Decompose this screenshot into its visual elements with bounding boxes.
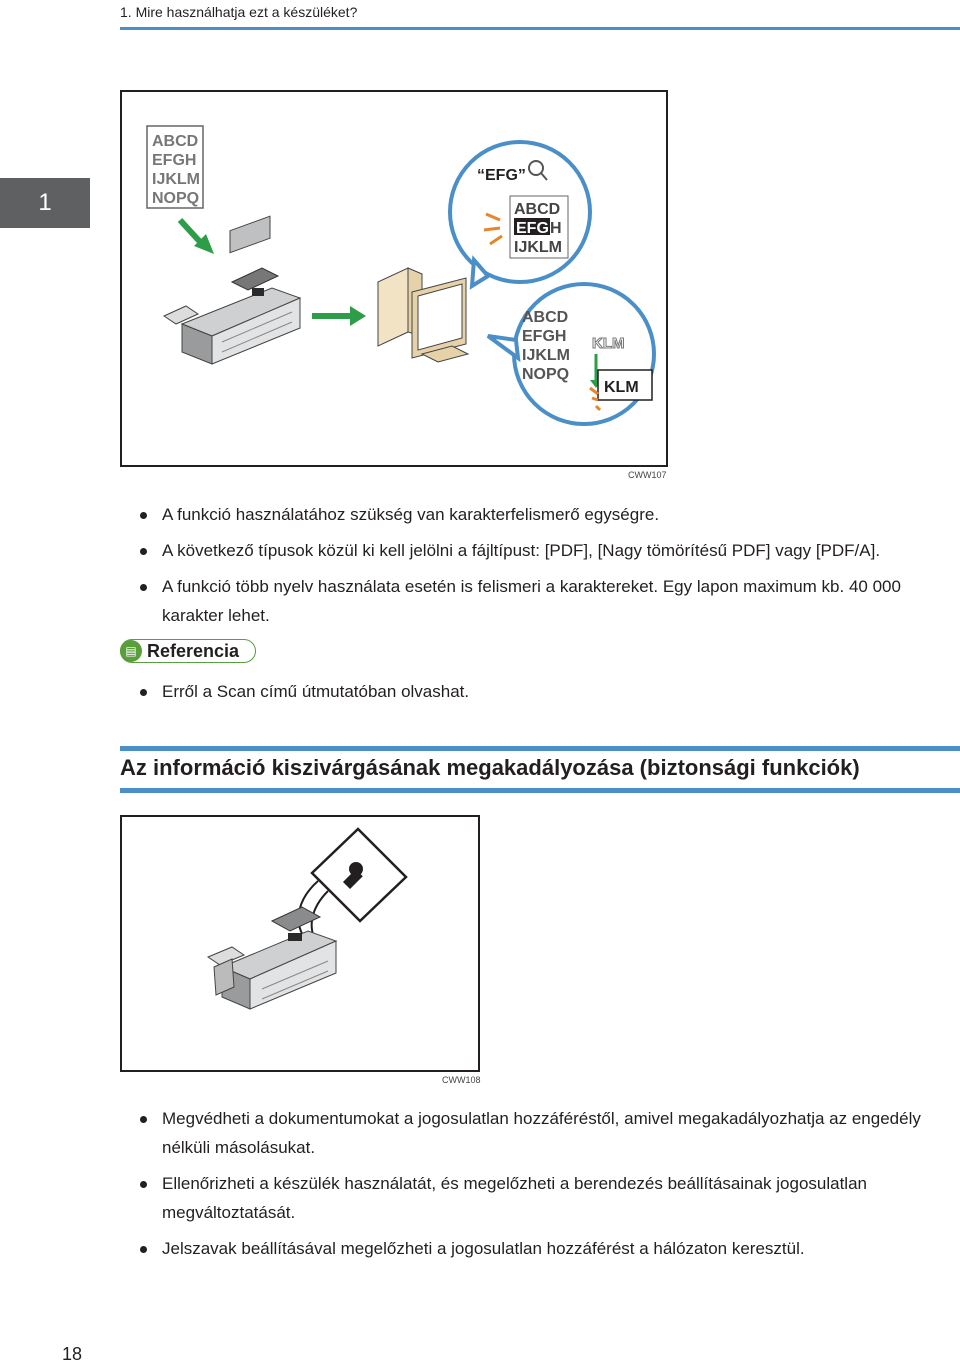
security-illustration [206, 827, 408, 1010]
section-rule-bottom [120, 788, 960, 793]
bubble-line: IJKLM [514, 239, 562, 256]
list-item: Ellenőrizheti a készülék használatát, és… [120, 1169, 960, 1227]
reference-badge: ▤ Referencia [120, 639, 256, 663]
search-term: “EFG” [477, 167, 526, 184]
arrow-right-icon [350, 306, 366, 326]
bubble-line: IJKLM [522, 347, 570, 364]
list-item: Erről a Scan című útmutatóban olvashat. [120, 677, 960, 706]
computer-icon [377, 267, 470, 363]
search-bubble: “EFG” ABCD EFG H IJKLM [448, 140, 592, 290]
printer-icon [162, 215, 302, 365]
ocr-illustration: ABCD EFGH IJKLM NOPQ [146, 125, 656, 426]
bubble-line: ABCD [514, 201, 560, 218]
printer-icon [206, 906, 338, 1010]
highlight-text: EFG [516, 220, 549, 237]
page-line: ABCD [152, 133, 198, 150]
list-item: A következő típusok közül ki kell jelöln… [120, 536, 960, 565]
security-feature-list: Megvédheti a dokumentumokat a jogosulatl… [120, 1104, 960, 1270]
page-line: EFGH [152, 152, 196, 169]
document-icon: ▤ [120, 640, 142, 662]
text-bubble: ABCD EFGH IJKLM NOPQ KLM KLM [486, 282, 656, 426]
page-number: 18 [62, 1344, 83, 1364]
lock-document-icon [297, 827, 408, 946]
feature-list: A funkció használatához szükség van kara… [120, 500, 960, 637]
list-item: A funkció több nyelv használata esetén i… [120, 572, 960, 630]
outline-text: KLM [592, 335, 625, 352]
header-rule [120, 27, 960, 30]
chapter-tab: 1 [0, 178, 90, 228]
figure-code: CWW107 [628, 470, 667, 480]
bubble-line: ABCD [522, 309, 568, 326]
bubble-line: NOPQ [522, 366, 569, 383]
source-page [146, 125, 204, 209]
list-item: Megvédheti a dokumentumokat a jogosulatl… [120, 1104, 960, 1162]
security-figure [120, 815, 480, 1072]
running-header: 1. Mire használhatja ezt a készüléket? [120, 4, 358, 20]
page-line: NOPQ [152, 190, 199, 207]
arrow-shaft [177, 217, 205, 247]
ocr-figure: ABCD EFGH IJKLM NOPQ [120, 90, 668, 467]
section-rule-top [120, 746, 960, 751]
list-item: Jelszavak beállításával megelőzheti a jo… [120, 1234, 960, 1263]
magnifier-icon [528, 160, 544, 176]
bubble-line: EFGH [522, 328, 566, 345]
arrow-down-icon [182, 220, 214, 254]
figure-code: CWW108 [442, 1075, 481, 1085]
page-line: IJKLM [152, 171, 200, 188]
result-text: KLM [604, 379, 639, 396]
section-title: Az információ kiszivárgásának megakadály… [120, 755, 860, 780]
list-item: A funkció használatához szükség van kara… [120, 500, 960, 529]
reference-list: Erről a Scan című útmutatóban olvashat. [120, 677, 960, 713]
svg-text:H: H [550, 220, 562, 237]
reference-label: Referencia [147, 640, 240, 661]
